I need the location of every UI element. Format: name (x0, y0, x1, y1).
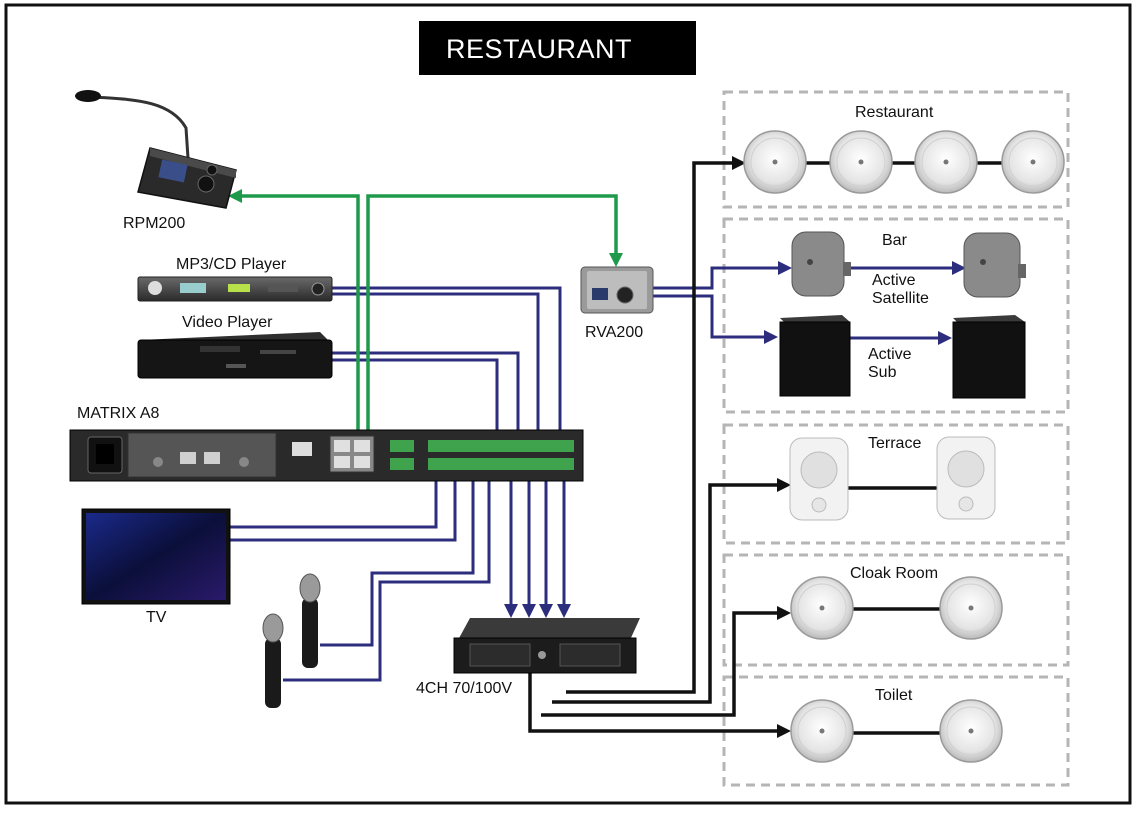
zone-toilet-label: Toilet (875, 687, 913, 704)
tv-device (81, 508, 231, 605)
satellite-speaker-2 (963, 232, 1026, 298)
satellite-speaker-1 (791, 231, 851, 297)
rpm200-device (75, 90, 237, 209)
rpm200-label: RPM200 (123, 215, 185, 232)
ceiling-speaker (790, 699, 854, 763)
amplifier-device (453, 618, 640, 674)
page-title: RESTAURANT (446, 34, 632, 64)
tv-label: TV (146, 609, 167, 626)
title-banner: RESTAURANT (419, 21, 696, 75)
mp3-cd-player-label: MP3/CD Player (176, 256, 287, 273)
active-sub-label-line-2: Sub (868, 364, 897, 381)
mp3-cd-player-device (137, 276, 333, 302)
zone-terrace-label: Terrace (868, 435, 921, 452)
ceiling-speaker (914, 130, 978, 194)
zone-cloak-room-label: Cloak Room (850, 565, 938, 582)
ceiling-speaker (939, 699, 1003, 763)
active-satellite-label-line-1: Active (872, 272, 916, 289)
speaker-connections (528, 156, 1008, 738)
zone-restaurant-box (722, 90, 1070, 209)
terrace-speaker-1 (789, 437, 849, 521)
matrix-a8-device (69, 429, 584, 482)
video-player-label: Video Player (182, 314, 273, 331)
zone-bar-box (722, 217, 1070, 414)
microphone-2 (262, 613, 284, 708)
rva200-device (580, 266, 654, 314)
ceiling-speaker (829, 130, 893, 194)
zone-terrace-box (722, 423, 1070, 545)
subwoofer-2 (952, 315, 1026, 399)
zone-restaurant-label: Restaurant (855, 104, 934, 121)
ceiling-speaker (939, 576, 1003, 640)
microphone-1 (299, 573, 321, 668)
zone-bar-label: Bar (882, 232, 908, 249)
ceiling-speaker (790, 576, 854, 640)
outer-frame (4, 3, 1132, 805)
ceiling-speaker (743, 130, 807, 194)
zone-toilet-box (722, 675, 1070, 787)
amplifier-label: 4CH 70/100V (416, 680, 512, 697)
zone-cloak-room-box (722, 553, 1070, 667)
terrace-speaker-2 (936, 436, 996, 520)
video-player-device (137, 332, 333, 379)
active-sub-label-line-1: Active (868, 346, 912, 363)
ceiling-speaker (1001, 130, 1065, 194)
matrix-a8-label: MATRIX A8 (77, 405, 159, 422)
rva200-label: RVA200 (585, 324, 643, 341)
control-connections (228, 189, 623, 450)
subwoofer-1 (779, 315, 851, 397)
active-satellite-label-line-2: Satellite (872, 290, 929, 307)
